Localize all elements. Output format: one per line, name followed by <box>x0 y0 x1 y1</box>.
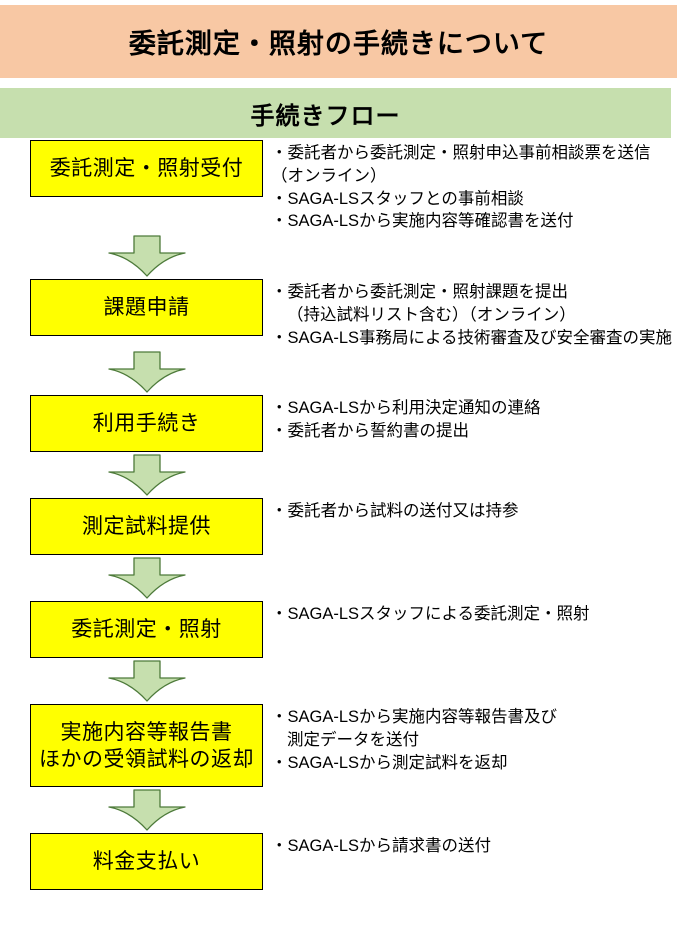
flow-step: 料金支払い ・SAGA-LSから請求書の送付 <box>0 833 677 891</box>
flow-step-description: ・SAGA-LSスタッフによる委託測定・照射 <box>271 601 677 626</box>
flow-step-box-label: 料金支払い <box>92 850 201 874</box>
flow-connector <box>0 787 677 833</box>
flow-step-inner: 課題申請 ・委託者から委託測定・照射課題を提出 （持込試料リスト含む）（オンライン）… <box>0 279 677 349</box>
flow-step-box[interactable]: 料金支払い <box>30 833 263 891</box>
flow-steps-container: 委託測定・照射受付・委託者から委託測定・照射申込事前相談票を送信（オンライン）・… <box>0 140 677 891</box>
flow-connector <box>0 555 677 601</box>
flow-step-description: ・委託者から委託測定・照射課題を提出 （持込試料リスト含む）（オンライン） ・SAG… <box>271 279 677 349</box>
flow-step-bullet: ・SAGA-LS事務局による技術審査及び安全審査の実施 <box>271 328 673 347</box>
flow-step-box[interactable]: 実施内容等報告書ほかの受領試料の返却 <box>30 704 263 788</box>
flow-step-inner: 委託測定・照射受付・委託者から委託測定・照射申込事前相談票を送信（オンライン）・… <box>0 140 677 233</box>
down-arrow-icon <box>108 235 186 277</box>
flow-step-bullet: ・SAGA-LSスタッフによる委託測定・照射 <box>271 605 590 624</box>
flow-step-inner: 利用手続き ・SAGA-LSから利用決定通知の連絡・委託者から誓約書の提出 <box>0 395 677 453</box>
flow-step-box-label: 課題申請 <box>103 295 190 319</box>
flow-step: 委託測定・照射 ・SAGA-LSスタッフによる委託測定・照射 <box>0 601 677 659</box>
flow-connector <box>0 658 677 704</box>
flow-step-bullet: 測定データを送付 <box>287 731 419 750</box>
flow-step-box-label: 委託測定・照射 <box>71 618 222 642</box>
flow-step-box[interactable]: 課題申請 <box>30 279 263 337</box>
flow-step: 課題申請 ・委託者から委託測定・照射課題を提出 （持込試料リスト含む）（オンライン）… <box>0 279 677 349</box>
flow-step-description: ・SAGA-LSから請求書の送付 <box>271 833 677 858</box>
flow-step: 委託測定・照射受付・委託者から委託測定・照射申込事前相談票を送信（オンライン）・… <box>0 140 677 233</box>
down-arrow-icon <box>108 789 186 832</box>
flow-step: 実施内容等報告書ほかの受領試料の返却・SAGA-LSから実施内容等報告書及び測定… <box>0 704 677 788</box>
flow-step-bullet: ・委託者から委託測定・照射課題を提出 <box>271 283 568 302</box>
down-arrow-icon <box>108 351 186 394</box>
flow-step-bullet: ・SAGA-LSから実施内容等報告書及び <box>271 708 558 727</box>
flow-step-description: ・SAGA-LSから実施内容等報告書及び測定データを送付・SAGA-LSから測定… <box>271 704 677 774</box>
flow-step-inner: 測定試料提供 ・委託者から試料の送付又は持参 <box>0 498 677 556</box>
section-title: 手続きフロー <box>250 102 401 130</box>
flow-step-bullet: ・SAGA-LSスタッフとの事前相談 <box>271 189 524 208</box>
flow-step-box[interactable]: 利用手続き <box>30 395 263 453</box>
flow-step-inner: 実施内容等報告書ほかの受領試料の返却・SAGA-LSから実施内容等報告書及び測定… <box>0 704 677 788</box>
flow-step-description: ・委託者から委託測定・照射申込事前相談票を送信 （オンライン） ・SAGA-LSスタ… <box>271 140 677 233</box>
down-arrow-icon <box>108 557 186 600</box>
flow-step-bullet: （オンライン） <box>271 166 387 185</box>
flow-step-box[interactable]: 委託測定・照射受付 <box>30 140 263 197</box>
page-title: 委託測定・照射の手続きについて <box>128 29 549 59</box>
flow-step-box[interactable]: 委託測定・照射 <box>30 601 263 659</box>
flow-step: 利用手続き ・SAGA-LSから利用決定通知の連絡・委託者から誓約書の提出 <box>0 395 677 453</box>
flow-step-description: ・委託者から試料の送付又は持参 <box>271 498 677 523</box>
down-arrow-icon <box>108 660 186 703</box>
down-arrow-icon <box>108 454 186 497</box>
flow-step-bullet: ・委託者から試料の送付又は持参 <box>271 502 519 521</box>
flow-step-box-label: 委託測定・照射受付 <box>49 156 244 180</box>
flow-step-box[interactable]: 測定試料提供 <box>30 498 263 556</box>
flow-step-bullet: （持込試料リスト含む）（オンライン） <box>287 305 576 324</box>
flow-connector <box>0 452 677 498</box>
page-title-bar: 委託測定・照射の手続きについて <box>0 5 677 78</box>
flow-step-bullet: ・委託者から委託測定・照射申込事前相談票を送信 <box>271 144 651 162</box>
flow-step-box-label: ほかの受領試料の返却 <box>39 747 254 771</box>
flow-step-inner: 委託測定・照射 ・SAGA-LSスタッフによる委託測定・照射 <box>0 601 677 659</box>
flow-step-box-label: 測定試料提供 <box>82 515 211 539</box>
flow-connector <box>0 349 677 395</box>
flow-step: 測定試料提供 ・委託者から試料の送付又は持参 <box>0 498 677 556</box>
flow-step-bullet: ・委託者から誓約書の提出 <box>271 422 469 441</box>
section-header-bar: 手続きフロー <box>0 88 671 138</box>
flow-step-box-label: 利用手続き <box>92 412 201 436</box>
flow-step-bullet: ・SAGA-LSから実施内容等確認書を送付 <box>271 212 574 231</box>
flow-step-bullet: ・SAGA-LSから請求書の送付 <box>271 837 492 856</box>
flow-step-bullet: ・SAGA-LSから測定試料を返却 <box>271 753 508 772</box>
flow-connector <box>0 233 677 279</box>
flow-step-box-label: 実施内容等報告書 <box>60 720 233 744</box>
flow-step-inner: 料金支払い ・SAGA-LSから請求書の送付 <box>0 833 677 891</box>
flow-step-bullet: ・SAGA-LSから利用決定通知の連絡 <box>271 399 541 418</box>
flow-step-description: ・SAGA-LSから利用決定通知の連絡・委託者から誓約書の提出 <box>271 395 677 443</box>
